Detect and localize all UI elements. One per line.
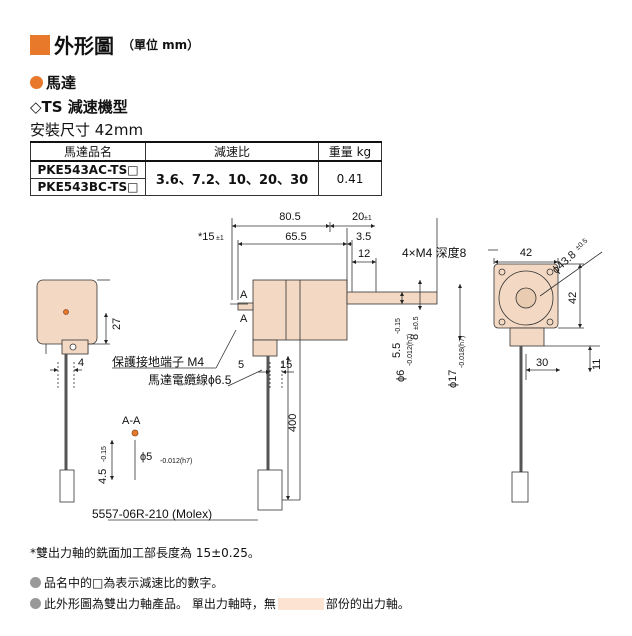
section-a-top: A <box>240 289 248 301</box>
dim-8: 8 <box>409 334 421 340</box>
connector-main <box>257 469 283 511</box>
note-2-text-b: 部份的出力軸。 <box>325 597 410 611</box>
section-heading: 馬達 <box>30 72 76 93</box>
subtitle: ◇TS 減速機型 <box>30 98 128 116</box>
output-shaft <box>346 291 438 305</box>
dim-4: 4 <box>78 357 84 369</box>
dim-4-5: 4.5 <box>97 469 109 484</box>
ratio-cell: 3.6、7.2、10、20、30 <box>145 160 319 196</box>
dim-phi6: ϕ6 <box>395 370 407 382</box>
dim-phi17: ϕ17 <box>447 370 459 388</box>
header-weight: 重量 kg <box>318 141 382 162</box>
dim-4-5-tol: -0.15 <box>101 446 108 462</box>
orange-dot-icon <box>30 76 43 89</box>
highlight-swatch <box>277 597 324 610</box>
dim-5-5-tol: -0.15 <box>395 318 402 334</box>
header-ratio: 減速比 <box>145 141 319 162</box>
section-a-bottom: A <box>240 313 248 325</box>
dim-5-5: 5.5 <box>391 343 403 358</box>
spec-table: 馬達品名 減速比 重量 kg PKE543AC-TS□ 3.6、7.2、10、2… <box>30 141 382 196</box>
model-cell: PKE543BC-TS□ <box>30 178 146 196</box>
page-header: 外形圖 （單位 mm） <box>30 30 199 59</box>
dim-15: *15 <box>198 231 215 243</box>
dim-phi6-tol: -0.012(h7) <box>407 334 414 366</box>
dim-20: 20 <box>352 211 364 223</box>
dim-phi5: ϕ5 <box>140 451 152 463</box>
dim-phi17-tol: -0.018(h7) <box>459 336 466 368</box>
gray-dot-icon <box>30 598 41 609</box>
connector-label: 5557-06R-210 (Molex) <box>92 507 212 521</box>
dim-5: 5 <box>238 359 244 371</box>
unit-label: （單位 mm） <box>122 38 200 52</box>
note-1-text: 品名中的□為表示減速比的數字。 <box>44 576 224 590</box>
orange-square-icon <box>30 34 50 55</box>
dim-20-tol: ±1 <box>364 215 372 222</box>
dim-15-b: 15 <box>280 359 292 371</box>
note-1: 品名中的□為表示減速比的數字。 <box>30 574 223 591</box>
dim-65-5: 65.5 <box>285 231 306 243</box>
ground-terminal-label: 保護接地端子 M4 <box>112 354 204 369</box>
dim-15-tol: ±1 <box>216 235 224 242</box>
weight-cell: 0.41 <box>318 160 382 196</box>
gray-dot-icon <box>30 577 41 588</box>
dim-42-top: 42 <box>520 247 532 259</box>
dim-3-5: 3.5 <box>356 231 371 243</box>
footnote: *雙出力軸的銑面加工部長度為 15±0.25。 <box>30 546 260 560</box>
motor-cable-label: 馬達電纜線ϕ6.5 <box>148 372 232 387</box>
dim-80-5: 80.5 <box>279 211 300 223</box>
dim-43-8-tol: ±0.5 <box>574 237 589 251</box>
dim-8-tol: ±0.5 <box>413 316 420 330</box>
dim-30: 30 <box>536 357 548 369</box>
dim-27: 27 <box>111 318 123 330</box>
model-cell: PKE543AC-TS□ <box>30 160 146 179</box>
note-2-text-a: 此外形圖為雙出力軸產品。 單出力軸時，無 <box>44 597 276 611</box>
dim-phi5-tol: -0.012(h7) <box>160 458 192 465</box>
dim-12: 12 <box>358 248 370 260</box>
connector-left <box>59 469 75 503</box>
connector-right <box>511 471 529 503</box>
section-title: 馬達 <box>46 74 77 92</box>
dim-11: 11 <box>591 359 603 370</box>
page-title: 外形圖 <box>54 34 114 58</box>
dim-400: 400 <box>287 414 299 432</box>
aa-label: A-A <box>122 415 141 427</box>
mount-size: 安裝尺寸 42mm <box>30 121 144 139</box>
note-2: 此外形圖為雙出力軸產品。 單出力軸時，無 部份的出力軸。 <box>30 595 410 612</box>
tap-label: 4×M4 深度8 <box>402 245 467 260</box>
dim-42-side: 42 <box>567 292 579 304</box>
